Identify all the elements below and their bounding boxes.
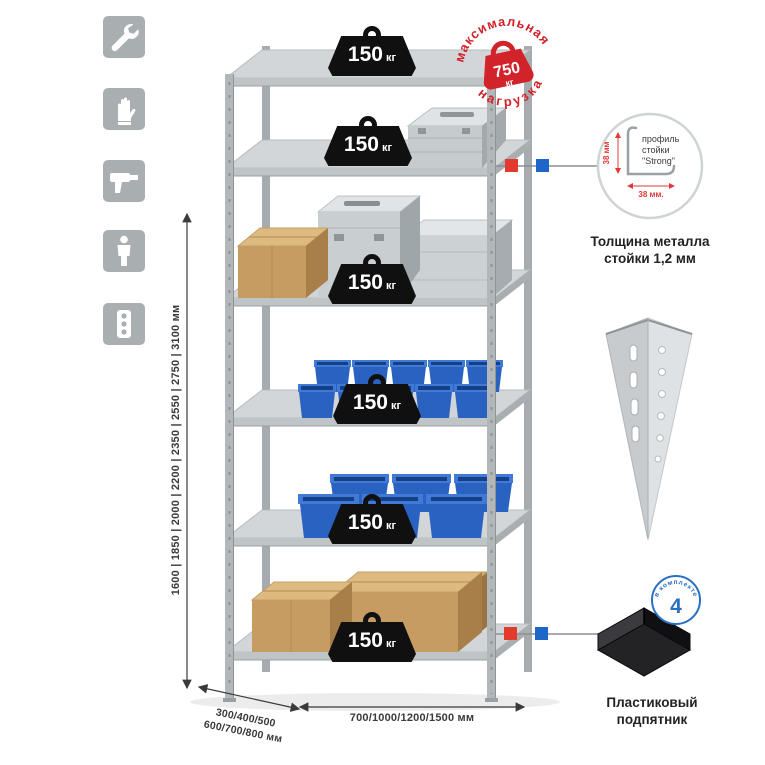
stamp-unit: кг — [504, 77, 514, 89]
power-strip-icon — [103, 303, 145, 345]
angle-post-photo — [605, 317, 693, 541]
cardboard-box — [250, 581, 354, 652]
load-value: 150 — [347, 271, 383, 294]
callout-connector-profile — [496, 159, 597, 172]
profile-label: "Strong" — [642, 156, 675, 166]
load-unit: кг — [385, 638, 397, 650]
gloves-icon — [103, 88, 145, 130]
callout-marker-red — [504, 627, 517, 640]
foot-caption: Пластиковый подпятник — [577, 695, 727, 729]
stamp-weight-handle-icon — [490, 40, 516, 56]
stamp-weight-icon — [483, 48, 534, 90]
load-value: 150 — [352, 391, 388, 414]
plastic-foot-photo — [596, 607, 692, 677]
load-unit: кг — [385, 52, 397, 64]
dimension-lines — [182, 212, 526, 712]
kit-count-value: 4 — [670, 595, 682, 618]
cardboard-box — [236, 227, 330, 298]
callout-marker-blue — [535, 627, 548, 640]
foot-caption-line1: Пластиковый — [606, 695, 698, 710]
profile-caption: Толщина металла стойки 1,2 мм — [567, 234, 733, 268]
load-value: 150 — [347, 629, 383, 652]
profile-caption-line2: стойки 1,2 мм — [604, 250, 696, 266]
profile-label: профиль — [642, 134, 680, 144]
height-dimension-label: 1600 | 1850 | 2000 | 2200 | 2350 | 2550 … — [170, 304, 182, 596]
profile-label: стойки — [642, 145, 670, 155]
profile-drawing — [626, 126, 676, 176]
person-icon — [103, 230, 145, 272]
foot-caption-line2: подпятник — [616, 711, 688, 727]
stamp-value: 750 — [492, 59, 522, 81]
aluminum-case — [406, 107, 508, 168]
profile-dim-horizontal: 38 мм. — [638, 190, 663, 199]
kit-count-badge: в комплекте 4 — [651, 575, 701, 625]
wrench-icon — [103, 16, 145, 58]
max-load-stamp: максимальная нагрузка 750 кг — [444, 4, 554, 116]
callout-connector-foot — [496, 627, 600, 640]
load-value: 150 — [347, 511, 383, 534]
floor-shadow — [190, 693, 560, 711]
load-value: 150 — [343, 133, 379, 156]
drill-icon — [103, 160, 145, 202]
profile-caption-line1: Толщина металла — [590, 234, 710, 249]
rack-front-posts — [223, 74, 498, 702]
rack-back-posts — [262, 46, 532, 672]
callout-marker-blue — [536, 159, 549, 172]
callout-marker-red — [505, 159, 518, 172]
load-unit: кг — [385, 280, 397, 292]
width-dimension-label: 700/1000/1200/1500 мм — [349, 712, 475, 724]
load-unit: кг — [385, 520, 397, 532]
profile-dim-vertical: 38 мм — [602, 141, 611, 164]
load-unit: кг — [381, 142, 393, 154]
load-unit: кг — [390, 400, 402, 412]
profile-callout: 38 мм 38 мм. профиль стойки "Strong" — [596, 112, 704, 220]
load-value: 150 — [347, 43, 383, 66]
